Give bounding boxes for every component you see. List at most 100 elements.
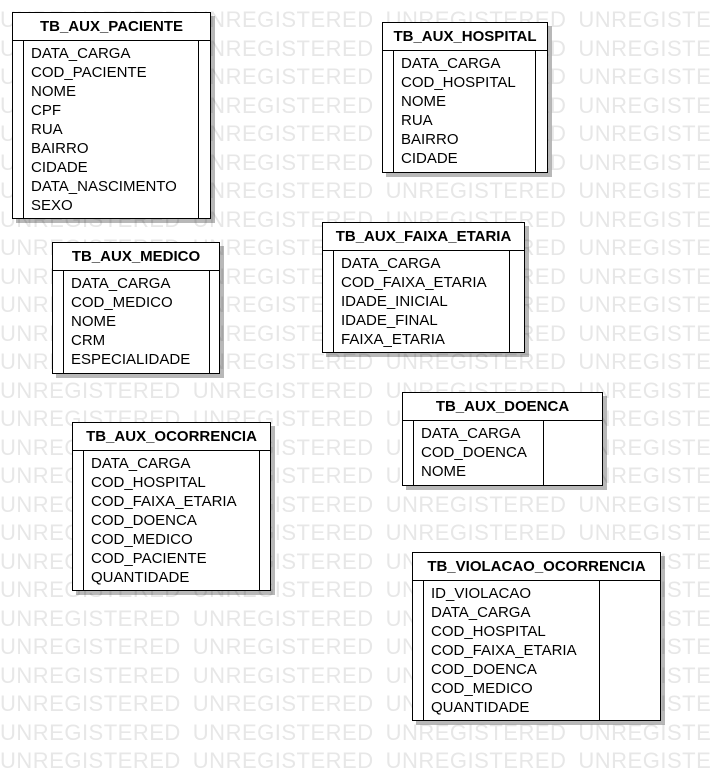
table-field: DATA_CARGA xyxy=(71,275,171,292)
watermark-text: UNREGISTERED xyxy=(0,605,181,631)
table-field: DATA_CARGA xyxy=(91,455,191,472)
field-list: DATA_CARGA COD_HOSPITAL COD_FAIXA_ETARIA CO… xyxy=(91,454,237,587)
watermark-text: UNREGISTERED xyxy=(578,121,710,146)
table-field: COD_MEDICO xyxy=(91,531,193,548)
watermark-text: UNREGISTERED xyxy=(192,691,374,716)
table-field: COD_FAIXA_ETARIA xyxy=(431,642,577,659)
watermark-text: UNREGISTERED xyxy=(192,634,374,659)
watermark-text: UNREGISTERED xyxy=(0,719,181,745)
table-field: DATA_CARGA xyxy=(431,604,531,621)
column-divider xyxy=(333,251,334,352)
watermark-text: UNREGISTERED xyxy=(578,719,710,745)
watermark-text: UNREGISTERED xyxy=(578,520,710,545)
table-field: RUA xyxy=(401,112,433,129)
table-body: DATA_CARGA COD_HOSPITAL NOME RUA BAIRRO CIDAD… xyxy=(383,51,547,172)
watermark-text: UNREGISTERED xyxy=(578,149,710,175)
watermark-text: UNREGISTERED xyxy=(578,292,710,317)
table-title: TB_VIOLACAO_OCORRENCIA xyxy=(413,553,660,581)
table-field: QUANTIDADE xyxy=(91,569,190,586)
watermark-text: UNREGISTERED xyxy=(192,64,374,89)
table-field: NOME xyxy=(401,93,446,110)
table-field: ID_VIOLACAO xyxy=(431,585,532,602)
table-body: DATA_CARGA COD_HOSPITAL COD_FAIXA_ETARIA CO… xyxy=(73,451,270,590)
column-divider xyxy=(393,51,394,172)
table-title: TB_AUX_HOSPITAL xyxy=(383,23,547,51)
table-field: FAIXA_ETARIA xyxy=(341,331,445,348)
table-field: BAIRRO xyxy=(401,131,459,148)
watermark-text: UNREGISTERED xyxy=(578,178,710,203)
table-field: DATA_NASCIMENTO xyxy=(31,178,177,195)
column-divider xyxy=(83,451,84,590)
table-title: TB_AUX_FAIXA_ETARIA xyxy=(323,223,524,251)
table-field: COD_DOENCA xyxy=(421,444,527,461)
watermark-text: UNREGISTERED xyxy=(192,349,374,374)
table-field: COD_FAIXA_ETARIA xyxy=(91,493,237,510)
table-field: COD_HOSPITAL xyxy=(401,74,516,91)
watermark-text: UNREGISTERED xyxy=(578,406,710,431)
watermark-text: UNREGISTERED xyxy=(0,377,181,403)
table-field: SEXO xyxy=(31,197,73,214)
watermark-text: UNREGISTERED xyxy=(578,349,710,374)
table-field: CIDADE xyxy=(401,150,458,167)
watermark-text: UNREGISTERED xyxy=(578,748,710,771)
watermark-text: UNREGISTERED xyxy=(192,719,374,745)
table-field: DATA_CARGA xyxy=(421,425,521,442)
table-field: CPF xyxy=(31,102,61,119)
watermark-text: UNREGISTERED xyxy=(385,520,567,545)
table-field: BAIRRO xyxy=(31,140,89,157)
watermark-text: UNREGISTERED xyxy=(0,748,181,771)
watermark-text: UNREGISTERED xyxy=(385,178,567,203)
table-field: IDADE_FINAL xyxy=(341,312,438,329)
table-field: COD_HOSPITAL xyxy=(431,623,546,640)
watermark-text: UNREGISTERED xyxy=(578,491,710,517)
table-field: CIDADE xyxy=(31,159,88,176)
table-field: COD_FAIXA_ETARIA xyxy=(341,274,487,291)
column-divider xyxy=(543,421,544,485)
table-title: TB_AUX_DOENCA xyxy=(403,393,602,421)
watermark-text: UNREGISTERED xyxy=(192,748,374,771)
field-list: ID_VIOLACAO DATA_CARGA COD_HOSPITAL COD_FAI… xyxy=(431,584,577,717)
table-tb-violacao-ocorrencia[interactable]: TB_VIOLACAO_OCORRENCIA ID_VIOLACAO DATA_C… xyxy=(412,552,661,721)
column-divider xyxy=(259,451,260,590)
table-tb-aux-ocorrencia[interactable]: TB_AUX_OCORRENCIA DATA_CARGA COD_HOSPITAL… xyxy=(72,422,271,591)
watermark-text: UNREGISTERED xyxy=(578,35,710,61)
watermark-text: UNREGISTERED xyxy=(578,92,710,118)
column-divider xyxy=(63,271,64,373)
watermark-text: UNREGISTERED xyxy=(192,605,374,631)
table-tb-aux-hospital[interactable]: TB_AUX_HOSPITAL DATA_CARGA COD_HOSPITAL NO… xyxy=(382,22,548,173)
watermark-text: UNREGISTERED xyxy=(192,92,374,118)
table-field: NOME xyxy=(71,313,116,330)
watermark-text: UNREGISTERED xyxy=(0,691,181,716)
column-divider xyxy=(599,581,600,720)
table-field: COD_PACIENTE xyxy=(91,550,207,567)
watermark-text: UNREGISTERED xyxy=(385,491,567,517)
column-divider xyxy=(209,271,210,373)
watermark-text: UNREGISTERED xyxy=(578,434,710,460)
column-divider xyxy=(535,51,536,172)
table-title: TB_AUX_OCORRENCIA xyxy=(73,423,270,451)
watermark-text: UNREGISTERED xyxy=(192,121,374,146)
watermark-text: UNREGISTERED xyxy=(385,719,567,745)
table-field: DATA_CARGA xyxy=(401,55,501,72)
watermark-text: UNREGISTERED xyxy=(578,64,710,89)
table-field: ESPECIALIDADE xyxy=(71,351,191,368)
column-divider xyxy=(423,581,424,720)
table-field: COD_HOSPITAL xyxy=(91,474,206,491)
field-list: DATA_CARGA COD_HOSPITAL NOME RUA BAIRRO CIDAD… xyxy=(401,54,516,168)
watermark-text: UNREGISTERED xyxy=(578,7,710,32)
table-field: CRM xyxy=(71,332,106,349)
watermark-text: UNREGISTERED xyxy=(192,178,374,203)
table-field: COD_DOENCA xyxy=(431,661,537,678)
